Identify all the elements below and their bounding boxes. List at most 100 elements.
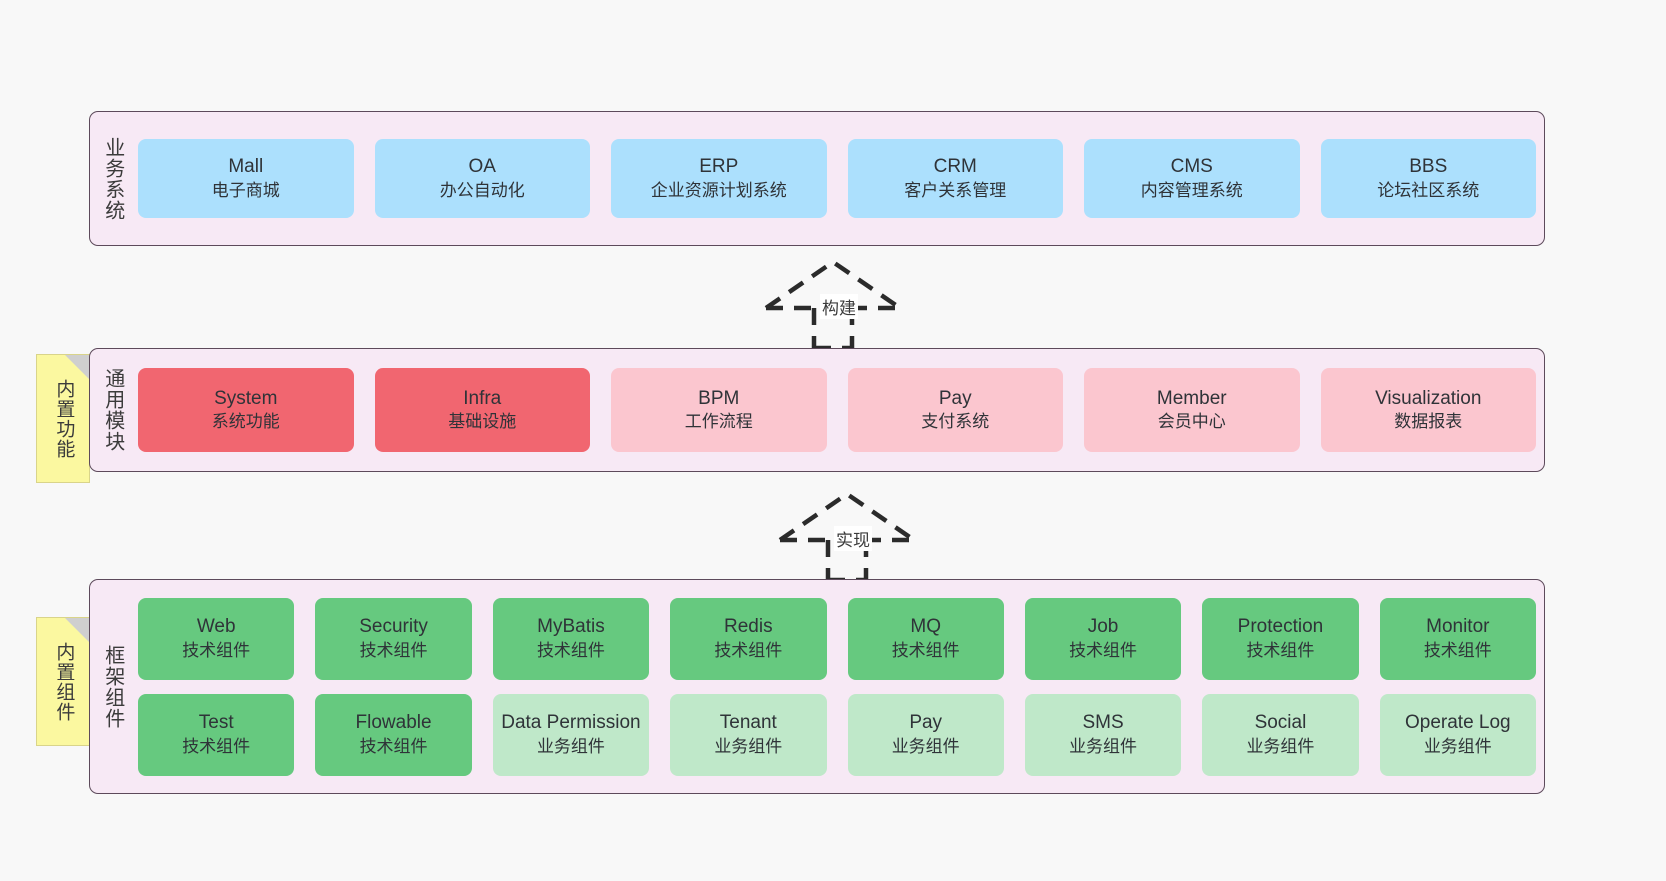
node-infra[interactable]: Infra 基础设施	[374, 368, 590, 452]
node-security[interactable]: Security 技术组件	[315, 597, 472, 680]
node-infra-title: Infra	[463, 387, 502, 409]
node-bpm-title: BPM	[698, 387, 740, 409]
node-system[interactable]: System 系统功能	[138, 368, 354, 452]
node-pay-module[interactable]: Pay 支付系统	[847, 368, 1063, 452]
node-web[interactable]: Web 技术组件	[138, 597, 295, 680]
arrow-build-label: 构建	[820, 294, 858, 319]
node-mq-subtitle: 技术组件	[891, 640, 960, 660]
node-monitor-title: Monitor	[1426, 616, 1490, 638]
node-test-subtitle: 技术组件	[182, 736, 251, 756]
node-member-title: Member	[1156, 387, 1227, 409]
node-tenant-subtitle: 业务组件	[714, 736, 783, 756]
node-redis-subtitle: 技术组件	[714, 640, 783, 660]
sticky-note-builtin-component-label: 内置组件	[53, 641, 75, 722]
note-fold-icon	[65, 618, 89, 642]
node-erp-title: ERP	[699, 156, 739, 178]
node-redis[interactable]: Redis 技术组件	[670, 597, 827, 680]
node-bpm[interactable]: BPM 工作流程	[611, 368, 827, 452]
node-erp[interactable]: ERP 企业资源计划系统	[611, 139, 827, 218]
node-oa-title: OA	[468, 156, 496, 178]
node-mybatis[interactable]: MyBatis 技术组件	[492, 597, 650, 680]
node-oa-subtitle: 办公自动化	[439, 180, 525, 200]
layer-business-systems: 业务系统 Mall 电子商城 OA 办公自动化 ERP 企业资源计划系统 CRM…	[89, 111, 1545, 246]
node-crm[interactable]: CRM 客户关系管理	[847, 139, 1063, 218]
node-protection-title: Protection	[1237, 616, 1324, 638]
node-cms-subtitle: 内容管理系统	[1140, 180, 1243, 200]
node-web-subtitle: 技术组件	[182, 640, 251, 660]
node-system-subtitle: 系统功能	[211, 412, 280, 432]
node-job[interactable]: Job 技术组件	[1024, 597, 1182, 680]
node-erp-subtitle: 企业资源计划系统	[650, 180, 787, 200]
node-test-title: Test	[198, 712, 234, 734]
node-oa[interactable]: OA 办公自动化	[374, 139, 590, 218]
node-bpm-subtitle: 工作流程	[684, 412, 753, 432]
layer-common-modules-body: System 系统功能 Infra 基础设施 BPM 工作流程 Pay 支付系统…	[134, 349, 1544, 471]
sticky-note-builtin-function-label: 内置功能	[53, 378, 75, 459]
node-mq[interactable]: MQ 技术组件	[847, 597, 1004, 680]
node-protection[interactable]: Protection 技术组件	[1202, 597, 1359, 680]
node-job-title: Job	[1087, 616, 1119, 638]
node-bbs-subtitle: 论坛社区系统	[1377, 180, 1480, 200]
node-sms-title: SMS	[1082, 712, 1124, 734]
node-security-subtitle: 技术组件	[359, 640, 428, 660]
node-infra-subtitle: 基础设施	[448, 412, 517, 432]
node-flowable-title: Flowable	[355, 712, 432, 734]
node-tenant[interactable]: Tenant 业务组件	[670, 693, 827, 776]
node-sms-subtitle: 业务组件	[1069, 736, 1138, 756]
node-mybatis-subtitle: 技术组件	[536, 640, 605, 660]
node-security-title: Security	[359, 616, 428, 638]
node-mall-subtitle: 电子商城	[211, 180, 280, 200]
node-system-title: System	[214, 387, 278, 409]
node-pay-module-subtitle: 支付系统	[921, 412, 990, 432]
sticky-note-builtin-function: 内置功能	[36, 354, 90, 483]
layer-framework-components-label: 框架组件	[101, 644, 124, 729]
node-mall-title: Mall	[228, 156, 264, 178]
node-web-title: Web	[196, 616, 236, 638]
node-sms[interactable]: SMS 业务组件	[1024, 693, 1182, 776]
node-monitor[interactable]: Monitor 技术组件	[1379, 597, 1536, 680]
node-monitor-subtitle: 技术组件	[1423, 640, 1492, 660]
node-mall[interactable]: Mall 电子商城	[138, 139, 354, 218]
node-data-permission-title: Data Permission	[501, 712, 641, 734]
node-pay-component-title: Pay	[909, 712, 943, 734]
layer-framework-components: 框架组件 Web 技术组件 Security 技术组件 MyBatis 技术组件…	[89, 579, 1545, 794]
note-fold-icon	[65, 355, 89, 379]
node-mybatis-title: MyBatis	[537, 616, 605, 638]
node-social[interactable]: Social 业务组件	[1202, 693, 1359, 776]
node-bbs-title: BBS	[1409, 156, 1448, 178]
node-cms[interactable]: CMS 内容管理系统	[1084, 139, 1300, 218]
sticky-note-builtin-component: 内置组件	[36, 617, 90, 746]
node-crm-subtitle: 客户关系管理	[904, 180, 1007, 200]
node-pay-module-title: Pay	[938, 387, 972, 409]
layer-business-systems-label: 业务系统	[101, 136, 124, 221]
node-pay-component[interactable]: Pay 业务组件	[847, 693, 1004, 776]
node-social-title: Social	[1254, 712, 1307, 734]
node-operate-log-subtitle: 业务组件	[1423, 736, 1492, 756]
node-visualization-subtitle: 数据报表	[1394, 412, 1463, 432]
node-flowable-subtitle: 技术组件	[359, 736, 428, 756]
arrow-implement-label: 实现	[834, 526, 872, 551]
node-cms-title: CMS	[1170, 156, 1213, 178]
node-member[interactable]: Member 会员中心	[1084, 368, 1300, 452]
node-visualization[interactable]: Visualization 数据报表	[1320, 368, 1536, 452]
node-social-subtitle: 业务组件	[1246, 736, 1315, 756]
node-protection-subtitle: 技术组件	[1246, 640, 1315, 660]
node-member-subtitle: 会员中心	[1157, 412, 1226, 432]
node-tenant-title: Tenant	[719, 712, 777, 734]
node-operate-log-title: Operate Log	[1404, 712, 1511, 734]
node-flowable[interactable]: Flowable 技术组件	[315, 693, 472, 776]
node-operate-log[interactable]: Operate Log 业务组件	[1379, 693, 1536, 776]
node-job-subtitle: 技术组件	[1069, 640, 1138, 660]
layer-common-modules-label: 通用模块	[101, 368, 124, 452]
node-bbs[interactable]: BBS 论坛社区系统	[1320, 139, 1536, 218]
node-redis-title: Redis	[724, 616, 773, 638]
layer-common-modules: 通用模块 System 系统功能 Infra 基础设施 BPM 工作流程 Pay…	[89, 348, 1545, 472]
node-test[interactable]: Test 技术组件	[138, 693, 295, 776]
node-data-permission[interactable]: Data Permission 业务组件	[492, 693, 650, 776]
arrow-build: 构建	[758, 258, 908, 351]
framework-components-grid: Web 技术组件 Security 技术组件 MyBatis 技术组件 Redi…	[138, 597, 1536, 776]
layer-business-systems-body: Mall 电子商城 OA 办公自动化 ERP 企业资源计划系统 CRM 客户关系…	[134, 112, 1544, 245]
node-data-permission-subtitle: 业务组件	[536, 736, 605, 756]
node-crm-title: CRM	[933, 156, 977, 178]
